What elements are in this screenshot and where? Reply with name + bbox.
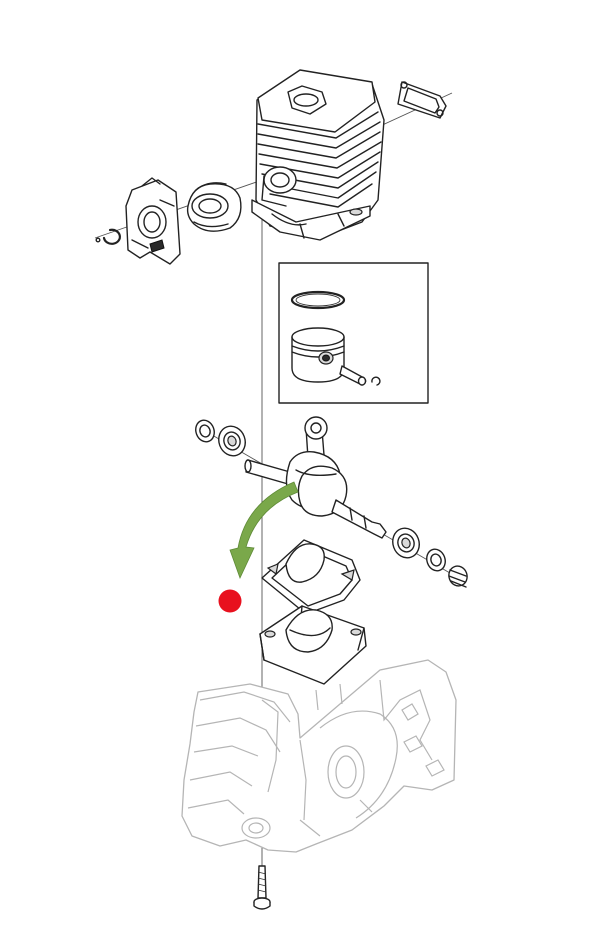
crankcase-half [259,605,367,685]
highlight-marker [218,589,242,613]
cylinder [251,69,385,241]
crankshaft [244,416,387,539]
screw [253,865,271,910]
intake-flange [186,182,242,232]
spring [448,565,468,588]
crankcase-gasket [261,539,361,615]
crankcase [181,659,457,853]
intake-boot [125,177,181,265]
rotation-arrow-icon [229,481,299,580]
retaining-ring [95,228,121,245]
exhaust-gasket [397,81,447,119]
seal [195,419,446,572]
piston-kit [278,262,429,404]
bearing [218,425,420,559]
